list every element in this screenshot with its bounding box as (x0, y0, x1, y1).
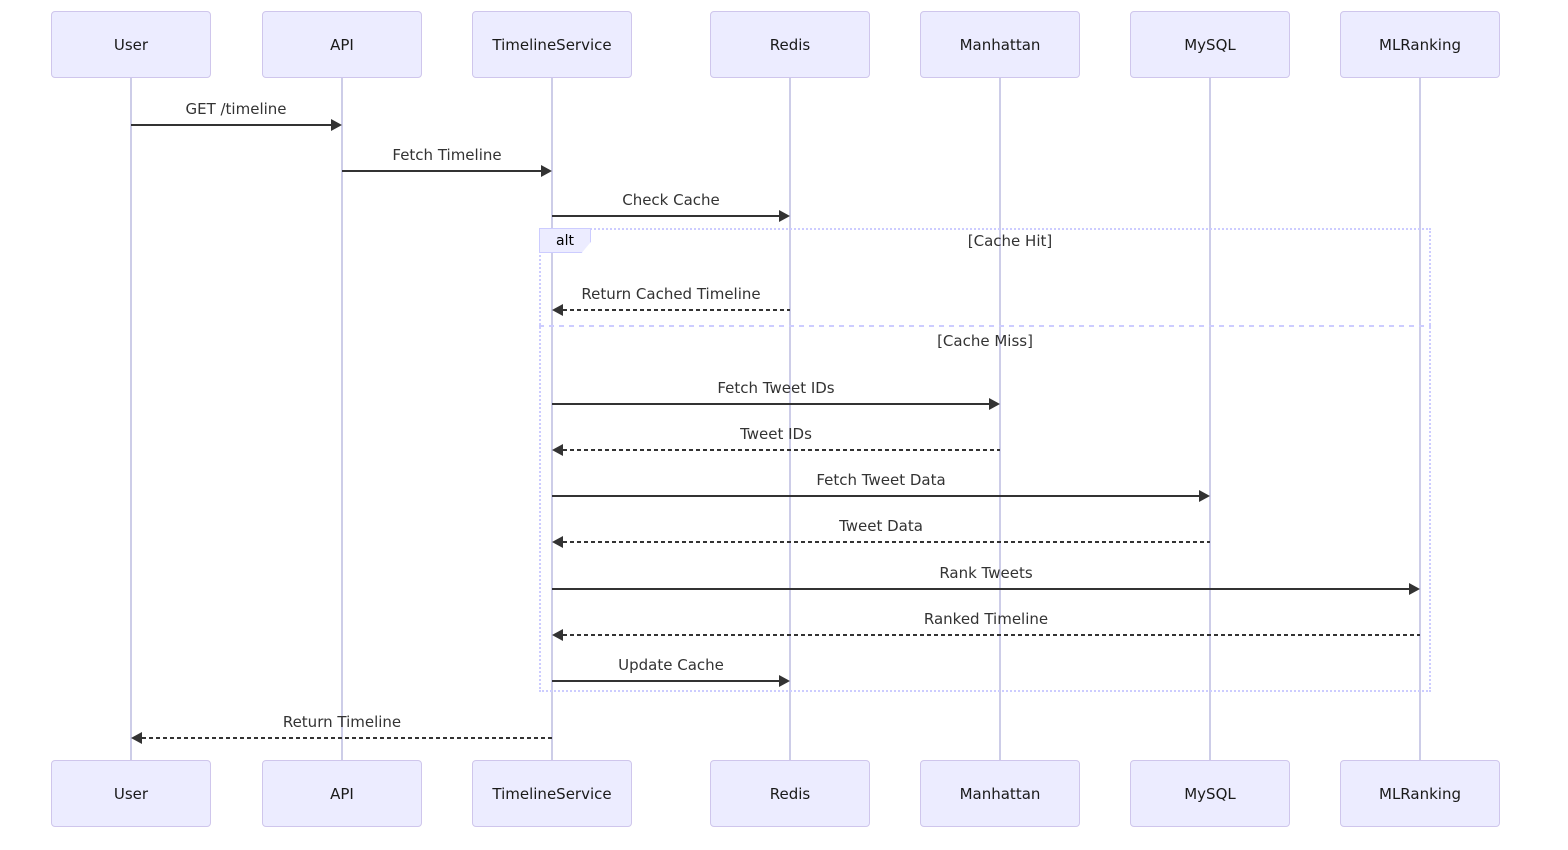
alt-operator-label: alt (539, 228, 591, 253)
actor-label: API (330, 784, 354, 803)
msg-ranked-timeline-line (563, 634, 1420, 636)
actor-label: MySQL (1184, 35, 1236, 54)
actor-top-manhattan: Manhattan (920, 11, 1080, 78)
msg-tweet-ids-line (563, 449, 1000, 451)
msg-fetch-tweet-data-line (552, 495, 1199, 497)
msg-fetch-tweet-ids-line (552, 403, 989, 405)
msg-check-cache-line (552, 215, 779, 217)
msg-tweet-ids-label: Tweet IDs (740, 425, 812, 443)
msg-return-timeline-line (142, 737, 552, 739)
arrowhead-right-icon (779, 675, 790, 687)
actor-bottom-user: User (51, 760, 211, 827)
lifeline-api (341, 78, 343, 760)
arrowhead-right-icon (541, 165, 552, 177)
arrowhead-right-icon (331, 119, 342, 131)
msg-update-cache-line (552, 680, 779, 682)
actor-bottom-mysql: MySQL (1130, 760, 1290, 827)
actor-label: TimelineService (492, 784, 612, 803)
arrowhead-right-icon (989, 398, 1000, 410)
lifeline-user (130, 78, 132, 760)
arrowhead-right-icon (1199, 490, 1210, 502)
lifeline-mlranking (1419, 78, 1421, 760)
arrowhead-right-icon (779, 210, 790, 222)
actor-label: MLRanking (1379, 784, 1461, 803)
alt-condition-cache-miss: [Cache Miss] (937, 332, 1033, 350)
msg-fetch-timeline-label: Fetch Timeline (392, 146, 502, 164)
msg-return-timeline-label: Return Timeline (282, 713, 402, 731)
alt-frame-divider (539, 325, 1431, 327)
actor-top-redis: Redis (710, 11, 870, 78)
msg-tweet-data-label: Tweet Data (839, 517, 923, 535)
actor-label: User (113, 784, 149, 803)
msg-return-cached-timeline-label: Return Cached Timeline (581, 285, 761, 303)
lifeline-redis (789, 78, 791, 760)
lifeline-mysql (1209, 78, 1211, 760)
msg-get-timeline-line (131, 124, 331, 126)
arrowhead-right-icon (1409, 583, 1420, 595)
lifeline-manhattan (999, 78, 1001, 760)
arrowhead-left-icon (552, 629, 563, 641)
actor-bottom-mlranking: MLRanking (1340, 760, 1500, 827)
actor-label: Redis (769, 35, 811, 54)
actor-bottom-timelineservice: TimelineService (472, 760, 632, 827)
msg-ranked-timeline-label: Ranked Timeline (923, 610, 1049, 628)
actor-label: TimelineService (492, 35, 612, 54)
actor-label: Manhattan (959, 784, 1041, 803)
actor-label: User (113, 35, 149, 54)
actor-label: API (330, 35, 354, 54)
actor-top-mlranking: MLRanking (1340, 11, 1500, 78)
arrowhead-left-icon (552, 536, 563, 548)
msg-get-timeline-label: GET /timeline (185, 100, 287, 118)
actor-top-api: API (262, 11, 422, 78)
alt-frame (539, 228, 1431, 692)
actor-top-mysql: MySQL (1130, 11, 1290, 78)
actor-label: Manhattan (959, 35, 1041, 54)
lifeline-timelineservice (551, 78, 553, 760)
msg-fetch-tweet-ids-label: Fetch Tweet IDs (717, 379, 835, 397)
actor-top-timelineservice: TimelineService (472, 11, 632, 78)
msg-return-cached-timeline-line (563, 309, 790, 311)
actor-top-user: User (51, 11, 211, 78)
msg-tweet-data-line (563, 541, 1210, 543)
actor-bottom-manhattan: Manhattan (920, 760, 1080, 827)
arrowhead-left-icon (552, 444, 563, 456)
msg-check-cache-label: Check Cache (622, 191, 720, 209)
actor-bottom-api: API (262, 760, 422, 827)
msg-rank-tweets-line (552, 588, 1409, 590)
actor-label: MLRanking (1379, 35, 1461, 54)
arrowhead-left-icon (131, 732, 142, 744)
actor-label: MySQL (1184, 784, 1236, 803)
actor-label: Redis (769, 784, 811, 803)
msg-fetch-tweet-data-label: Fetch Tweet Data (816, 471, 946, 489)
msg-rank-tweets-label: Rank Tweets (939, 564, 1033, 582)
msg-update-cache-label: Update Cache (618, 656, 724, 674)
msg-fetch-timeline-line (342, 170, 541, 172)
alt-condition-cache-hit: [Cache Hit] (967, 232, 1053, 250)
actor-bottom-redis: Redis (710, 760, 870, 827)
arrowhead-left-icon (552, 304, 563, 316)
